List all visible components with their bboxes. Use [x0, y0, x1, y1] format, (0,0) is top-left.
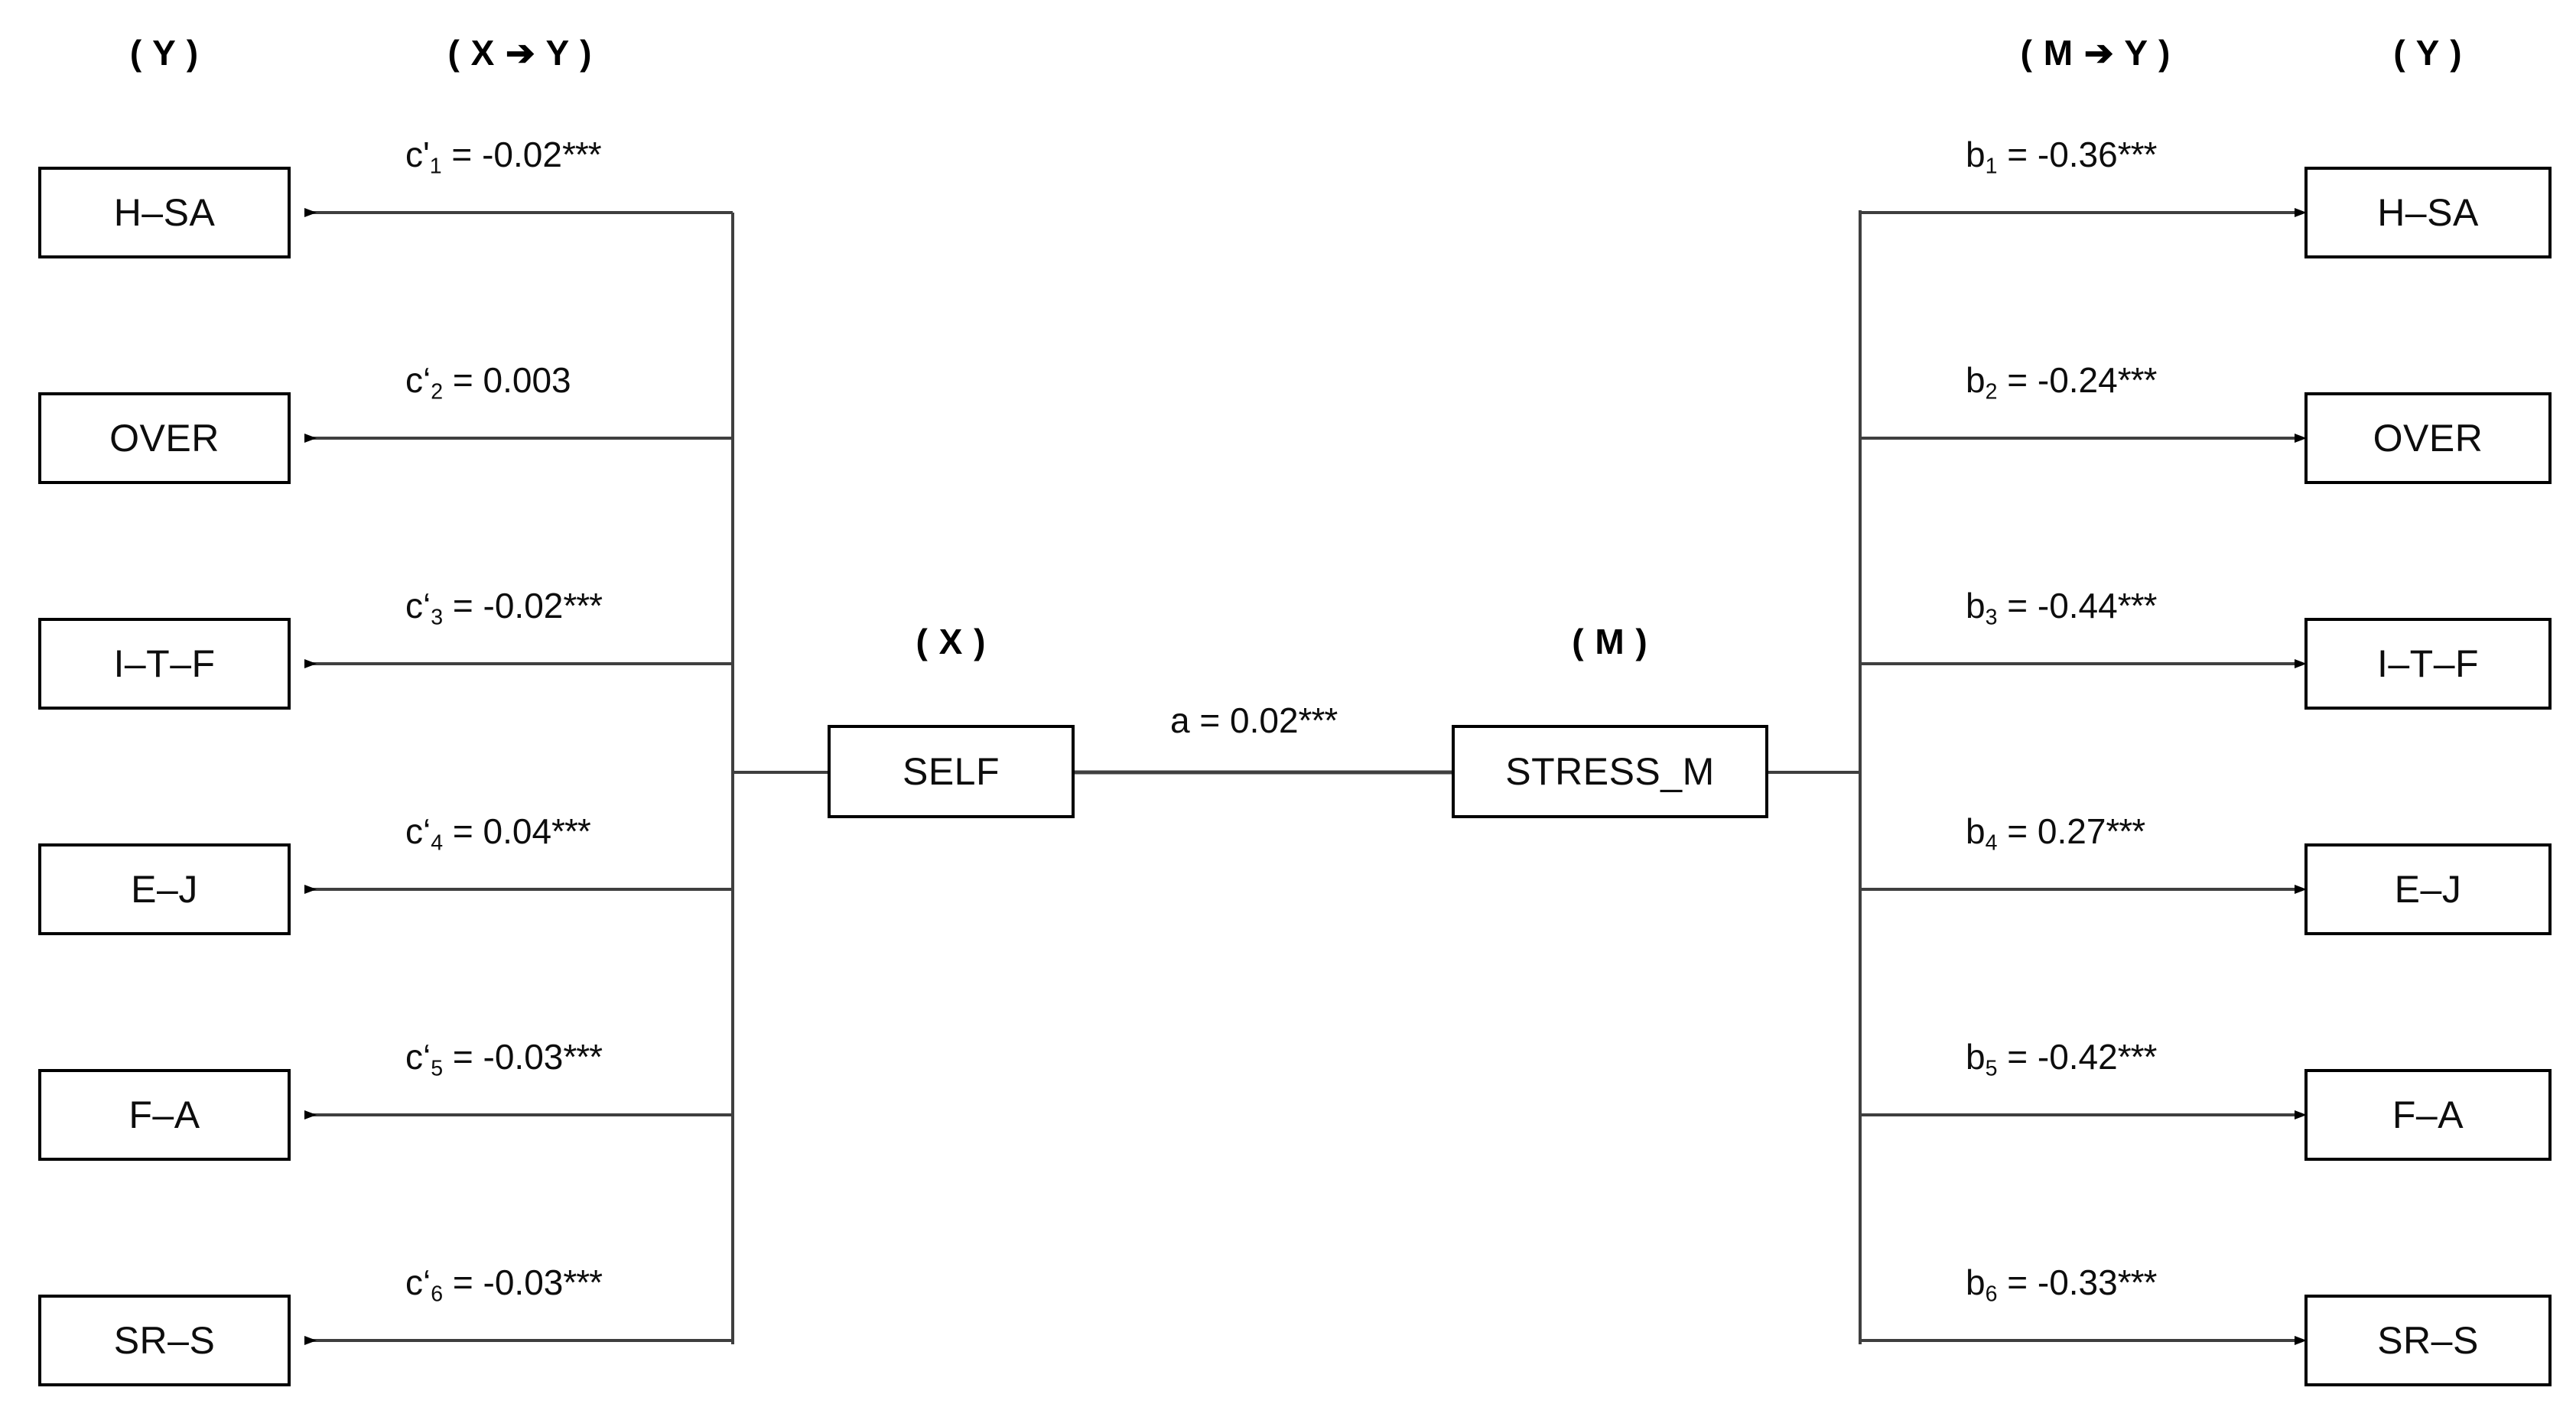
- direct-path-sig-1: ***: [561, 135, 602, 174]
- direct-path-sig-3: ***: [563, 586, 603, 626]
- direct-path-coef-5: c‘: [405, 1037, 431, 1077]
- column-header-left-outcomes: ( Y ): [129, 33, 200, 73]
- outcome-box-right-1[interactable]: H–SA: [2304, 167, 2552, 258]
- mediator-path-index-6: 6: [1985, 1282, 1998, 1307]
- predictor-box-self[interactable]: SELF: [828, 725, 1075, 818]
- outcome-box-left-2[interactable]: OVER: [38, 392, 291, 484]
- mediator-path-coef-5: b: [1966, 1037, 1986, 1077]
- direct-path-label-3: c‘3 = -0.02***: [405, 585, 603, 631]
- mediator-box-stress[interactable]: STRESS_M: [1452, 725, 1768, 818]
- a-path-sig: ***: [1298, 700, 1338, 740]
- direct-path-label-2: c‘2 = 0.003: [405, 359, 571, 405]
- mediator-path-index-3: 3: [1985, 605, 1998, 630]
- direct-path-index-5: 5: [431, 1056, 444, 1081]
- direct-path-coef-6: c‘: [405, 1262, 431, 1302]
- outcome-box-right-2[interactable]: OVER: [2304, 392, 2552, 484]
- column-header-mediator: ( M ): [1572, 622, 1648, 661]
- direct-path-value-2: = 0.003: [443, 360, 571, 400]
- outcome-box-left-5[interactable]: F–A: [38, 1069, 291, 1161]
- mediator-path-label-1: b1 = -0.36***: [1966, 134, 2158, 180]
- direct-path-label-1: c'1 = -0.02***: [405, 134, 602, 180]
- mediator-path-index-4: 4: [1985, 830, 1998, 856]
- mediator-path-coef-6: b: [1966, 1262, 1986, 1302]
- mediator-path-label-3: b3 = -0.44***: [1966, 585, 2158, 631]
- mediator-path-index-1: 1: [1985, 154, 1998, 179]
- a-path-coef: a = 0.02: [1170, 700, 1299, 740]
- mediator-path-sig-5: ***: [2117, 1037, 2158, 1077]
- mediator-path-value-3: = -0.44: [1997, 586, 2118, 626]
- mediator-path-value-5: = -0.42: [1997, 1037, 2118, 1077]
- direct-path-coef-4: c‘: [405, 811, 431, 851]
- mediator-path-sig-2: ***: [2117, 360, 2158, 400]
- column-header-mediator-effect: ( M ➔ Y ): [2020, 33, 2171, 73]
- outcome-box-right-3[interactable]: I–T–F: [2304, 618, 2552, 710]
- mediator-path-value-1: = -0.36: [1997, 135, 2118, 174]
- direct-path-index-1: 1: [429, 154, 442, 179]
- direct-path-sig-6: ***: [563, 1262, 603, 1302]
- mediator-path-coef-4: b: [1966, 811, 1986, 851]
- outcome-box-right-6[interactable]: SR–S: [2304, 1295, 2552, 1386]
- direct-path-sig-5: ***: [563, 1037, 603, 1077]
- outcome-box-left-1[interactable]: H–SA: [38, 167, 291, 258]
- mediator-path-index-5: 5: [1985, 1056, 1998, 1081]
- mediator-path-label-5: b5 = -0.42***: [1966, 1036, 2158, 1082]
- column-header-direct-effect: ( X ➔ Y ): [447, 33, 593, 73]
- direct-path-label-4: c‘4 = 0.04***: [405, 811, 591, 856]
- mediator-path-value-6: = -0.33: [1997, 1262, 2118, 1302]
- direct-path-coef-3: c‘: [405, 586, 431, 626]
- column-header-right-outcomes: ( Y ): [2393, 33, 2463, 73]
- mediator-path-coef-2: b: [1966, 360, 1986, 400]
- mediator-path-sig-6: ***: [2117, 1262, 2158, 1302]
- mediator-path-label-2: b2 = -0.24***: [1966, 359, 2158, 405]
- mediator-path-index-2: 2: [1985, 379, 1998, 405]
- direct-path-label-6: c‘6 = -0.03***: [405, 1262, 603, 1308]
- mediator-path-sig-3: ***: [2117, 586, 2158, 626]
- mediator-path-value-4: = 0.27: [1997, 811, 2106, 851]
- mediator-path-sig-4: ***: [2106, 811, 2145, 851]
- direct-path-value-6: = -0.03: [443, 1262, 564, 1302]
- direct-path-index-6: 6: [431, 1282, 444, 1307]
- direct-path-coef-1: c': [405, 135, 430, 174]
- mediator-path-label-4: b4 = 0.27***: [1966, 811, 2145, 856]
- direct-path-value-3: = -0.02: [443, 586, 564, 626]
- direct-path-value-1: = -0.02: [441, 135, 562, 174]
- mediator-path-coef-1: b: [1966, 135, 1986, 174]
- mediator-path-coef-3: b: [1966, 586, 1986, 626]
- direct-path-label-5: c‘5 = -0.03***: [405, 1036, 603, 1082]
- direct-path-sig-4: ***: [551, 811, 591, 851]
- a-path-label: a = 0.02***: [1170, 700, 1338, 741]
- outcome-box-right-4[interactable]: E–J: [2304, 843, 2552, 935]
- direct-path-index-3: 3: [431, 605, 444, 630]
- outcome-box-right-5[interactable]: F–A: [2304, 1069, 2552, 1161]
- direct-path-index-2: 2: [431, 379, 444, 405]
- direct-path-index-4: 4: [431, 830, 444, 856]
- column-header-predictor: ( X ): [916, 622, 987, 661]
- direct-path-coef-2: c‘: [405, 360, 431, 400]
- outcome-box-left-3[interactable]: I–T–F: [38, 618, 291, 710]
- direct-path-value-5: = -0.03: [443, 1037, 564, 1077]
- mediator-path-value-2: = -0.24: [1997, 360, 2118, 400]
- direct-path-value-4: = 0.04: [443, 811, 552, 851]
- mediator-path-label-6: b6 = -0.33***: [1966, 1262, 2158, 1308]
- outcome-box-left-6[interactable]: SR–S: [38, 1295, 291, 1386]
- outcome-box-left-4[interactable]: E–J: [38, 843, 291, 935]
- mediator-path-sig-1: ***: [2117, 135, 2158, 174]
